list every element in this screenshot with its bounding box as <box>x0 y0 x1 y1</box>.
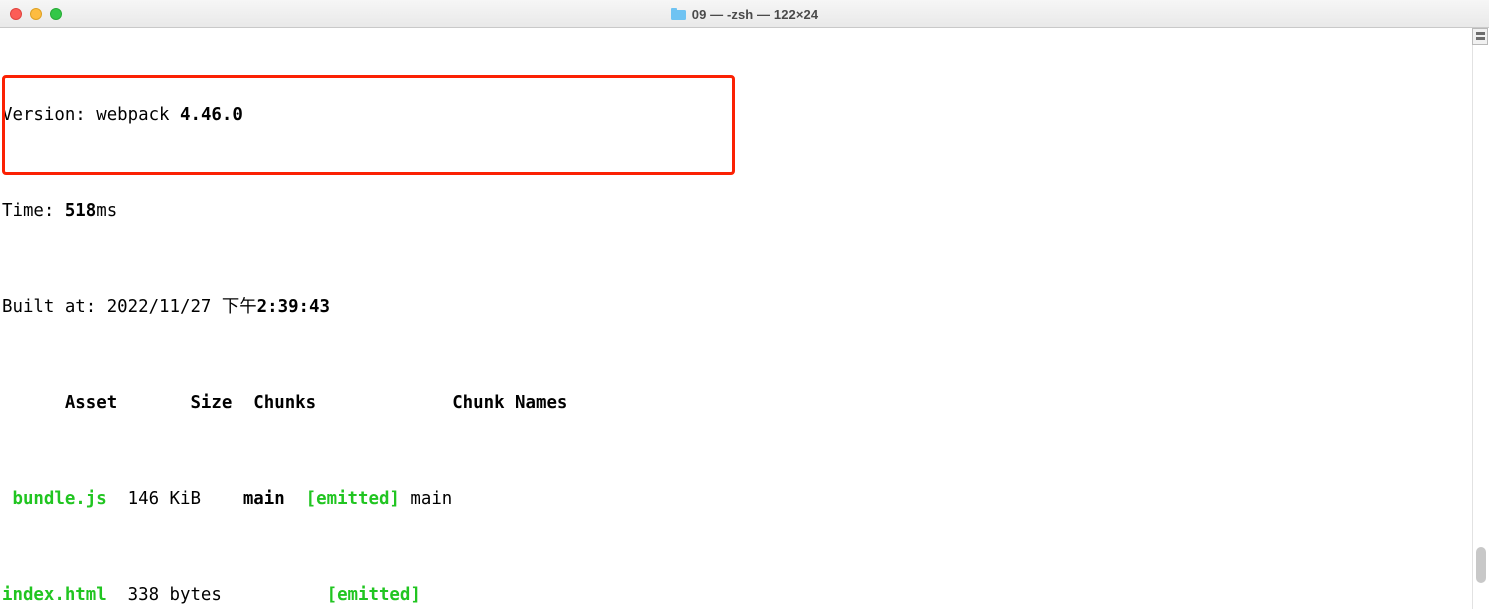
asset-chunk-names: main <box>410 489 453 509</box>
built-at-date: 2022/11/27 下午 <box>106 297 257 317</box>
built-at-time: 2:39:43 <box>256 297 330 317</box>
terminal-output: Version: webpack 4.46.0 Time: 518ms Buil… <box>0 28 850 609</box>
time-value: 518 <box>64 201 97 221</box>
asset-chunks <box>222 585 306 605</box>
version-label: Version: webpack <box>2 105 180 125</box>
built-at-label: Built at: <box>2 297 107 317</box>
window-title-group: 09 — -zsh — 122×24 <box>0 0 1489 28</box>
asset-table-row: index.html 338 bytes [emitted] <box>2 583 850 607</box>
built-at-line: Built at: 2022/11/27 下午2:39:43 <box>2 295 850 319</box>
version-line: Version: webpack 4.46.0 <box>2 103 850 127</box>
time-unit: ms <box>96 201 118 221</box>
asset-chunks: main <box>200 489 285 509</box>
right-gutter <box>1472 28 1489 609</box>
vertical-scrollbar[interactable] <box>1476 547 1486 583</box>
window-title: 09 — -zsh — 122×24 <box>691 6 819 22</box>
version-value: 4.46.0 <box>180 105 243 125</box>
time-line: Time: 518ms <box>2 199 850 223</box>
asset-emitted: [emitted] <box>305 489 400 509</box>
asset-name: bundle.js <box>2 489 107 509</box>
asset-size: 338 bytes <box>106 585 222 605</box>
window-controls <box>10 0 62 28</box>
window-titlebar[interactable]: 09 — -zsh — 122×24 <box>0 0 1489 28</box>
folder-icon <box>670 8 686 20</box>
close-button[interactable] <box>10 8 22 20</box>
split-pane-icon[interactable] <box>1472 28 1488 45</box>
asset-table-header: Asset Size Chunks Chunk Names <box>2 393 568 413</box>
asset-name: index.html <box>2 585 107 605</box>
terminal-content[interactable]: Version: webpack 4.46.0 Time: 518ms Buil… <box>0 28 1489 609</box>
minimize-button[interactable] <box>30 8 42 20</box>
asset-size: 146 KiB <box>106 489 201 509</box>
asset-table-row: bundle.js 146 KiB main [emitted] main <box>2 487 850 511</box>
asset-emitted: [emitted] <box>326 585 421 605</box>
time-label: Time: <box>2 201 65 221</box>
zoom-button[interactable] <box>50 8 62 20</box>
